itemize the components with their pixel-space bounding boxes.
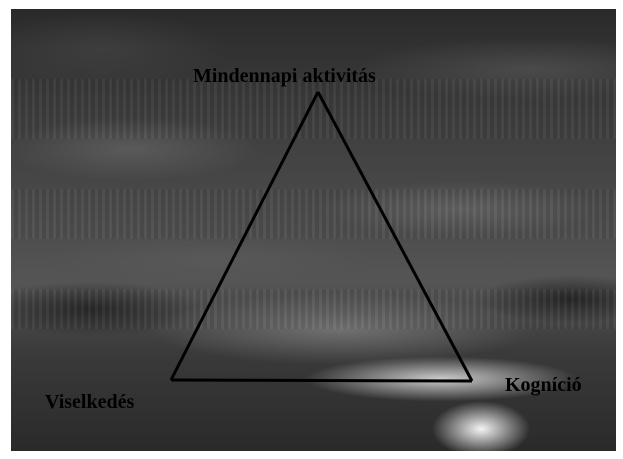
node-label-daily-activity: Mindennapi aktivitás bbox=[193, 66, 376, 86]
node-label-cognition: Kogníció bbox=[505, 375, 582, 395]
edge-top-left bbox=[171, 92, 318, 380]
edge-left-right bbox=[171, 380, 472, 381]
node-label-behavior: Viselkedés bbox=[45, 392, 134, 412]
edge-right-top bbox=[318, 92, 472, 381]
